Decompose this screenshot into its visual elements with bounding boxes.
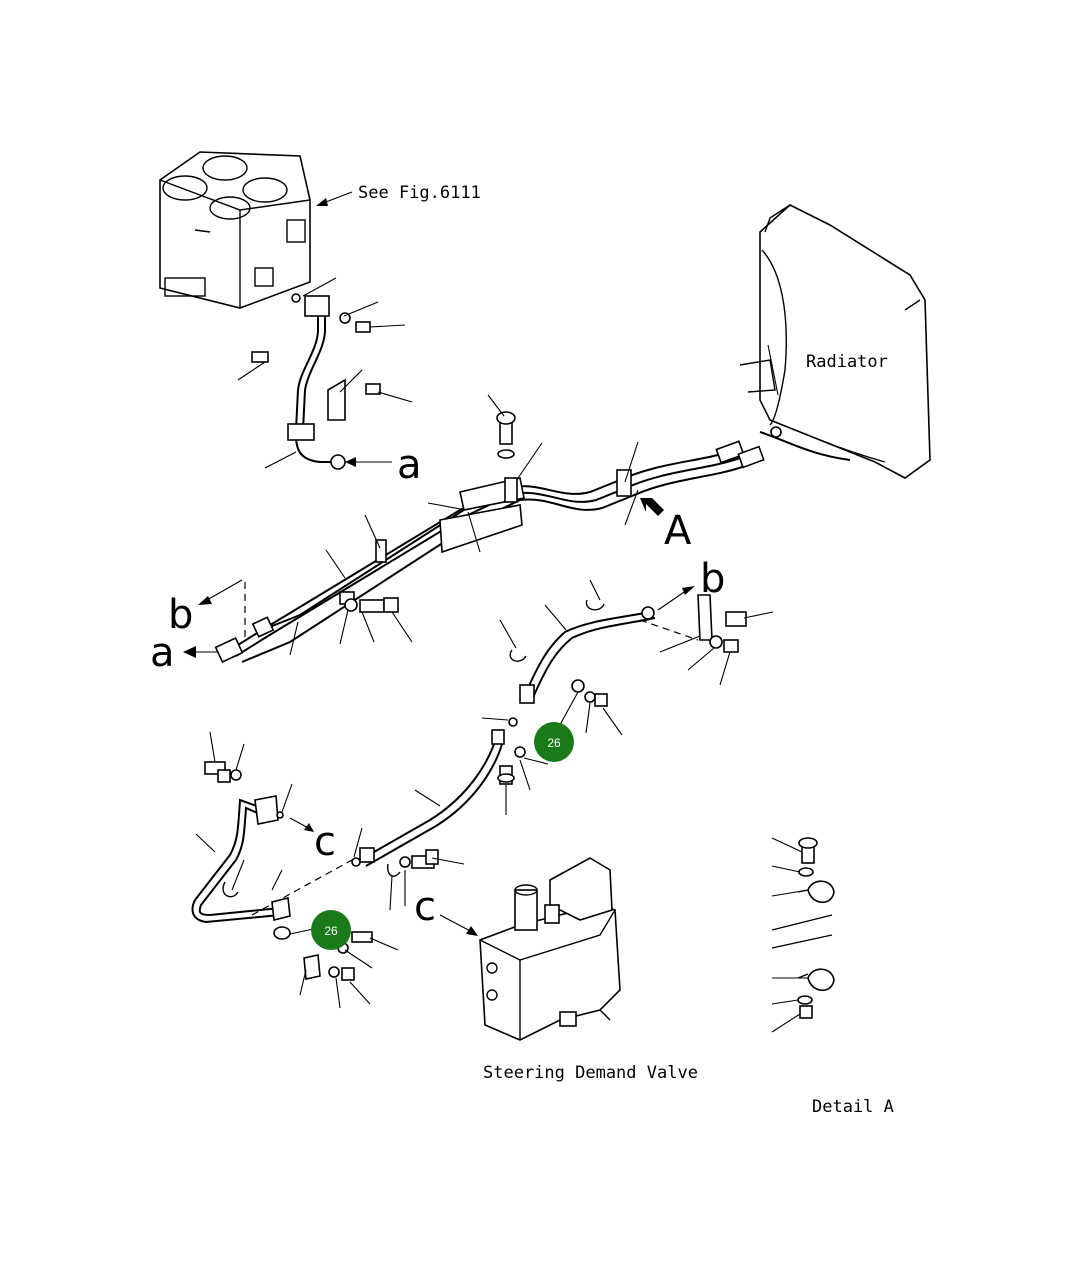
- label-a-bottom: a: [150, 630, 175, 676]
- label-c-left: c: [314, 819, 336, 865]
- radiator-label: Radiator: [806, 352, 888, 372]
- label-A: A: [664, 508, 692, 554]
- see-fig-label: See Fig.6111: [358, 183, 481, 203]
- callout-number: 26: [547, 736, 561, 750]
- steering-valve-label: Steering Demand Valve: [483, 1063, 698, 1083]
- label-b-left: b: [168, 592, 193, 638]
- label-c-valve: c: [414, 884, 436, 930]
- callout-badge[interactable]: [534, 722, 574, 762]
- hydraulic-tank: [159, 151, 311, 309]
- steering-demand-valve: c Steering Demand Valve: [414, 857, 698, 1083]
- tank-pipe-assembly: a: [237, 277, 422, 488]
- lower-pipe-assembly: c: [191, 731, 399, 1009]
- detail-a-label: Detail A: [812, 1097, 894, 1117]
- radiator: Radiator: [739, 204, 931, 479]
- callout-number: 26: [324, 924, 338, 938]
- main-hose-run: a b A: [150, 394, 765, 676]
- steering-hose: [251, 717, 549, 916]
- detail-a: Detail A: [771, 837, 894, 1117]
- label-a-top: a: [397, 442, 422, 488]
- callout-badge[interactable]: [311, 910, 351, 950]
- see-fig-reference: See Fig.6111: [316, 183, 481, 206]
- callout-26-lower[interactable]: 26: [311, 910, 351, 950]
- steering-pipe-bracket: b: [499, 556, 774, 736]
- callout-26-upper[interactable]: 26: [534, 722, 574, 762]
